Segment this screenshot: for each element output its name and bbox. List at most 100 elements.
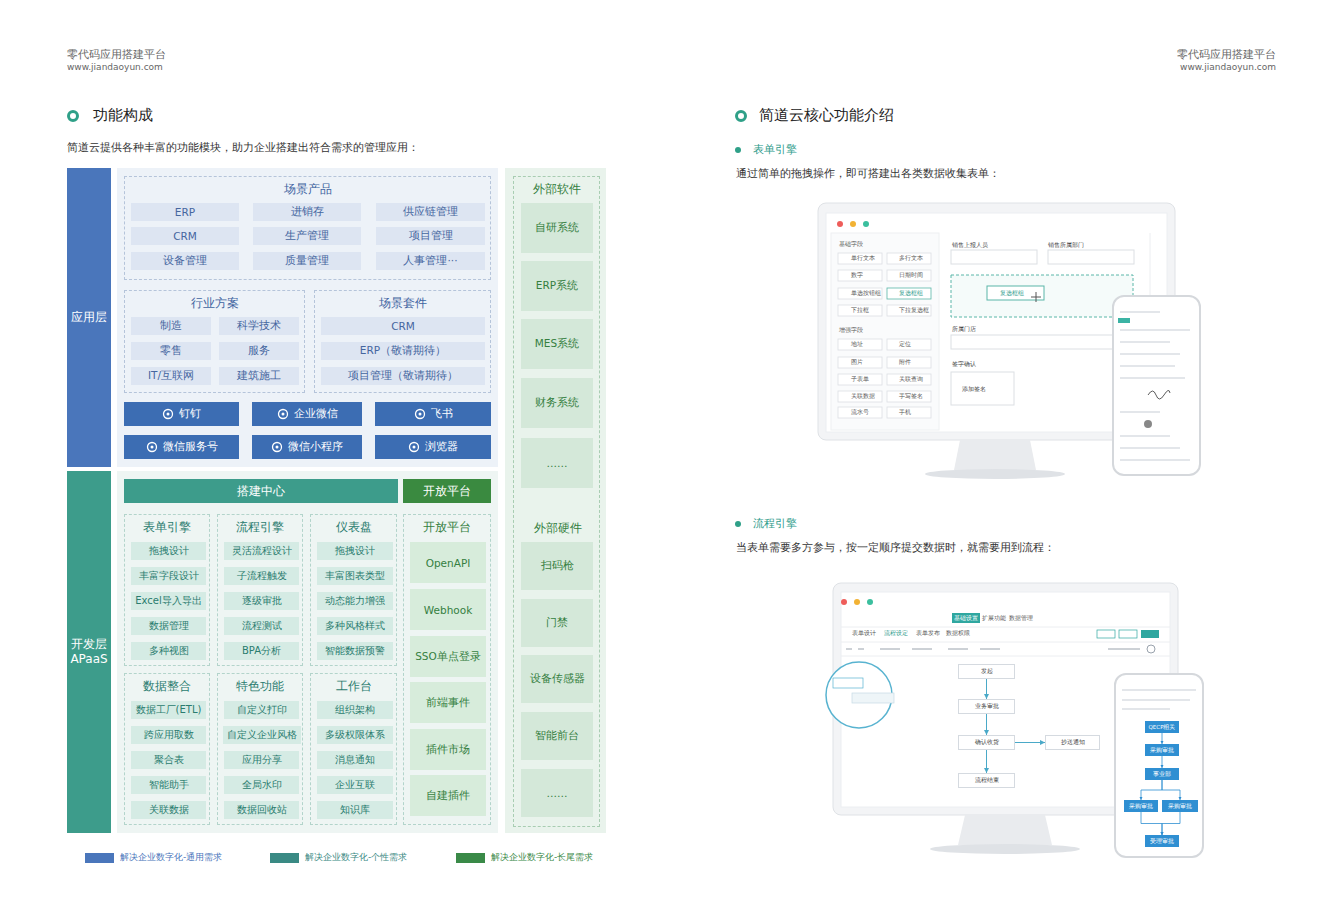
feature-box: 知识库 xyxy=(317,801,393,819)
monitor-form-part-part xyxy=(838,305,882,316)
monitor-flow-part-part xyxy=(912,649,932,650)
screenshot-text: 所属门店 xyxy=(952,325,976,332)
flow-connector xyxy=(1015,742,1045,743)
box-label: Webhook xyxy=(424,604,472,616)
box-label: 消息通知 xyxy=(335,753,375,767)
feature-box: …… xyxy=(521,438,593,488)
box-label: 开放平台 xyxy=(423,483,471,500)
monitor-flow-part xyxy=(952,613,980,623)
channel-icon-ring xyxy=(147,443,156,452)
screenshot-text: 手写签名 xyxy=(899,393,923,400)
box-label: 采购审批 xyxy=(1150,747,1174,754)
monitor-form-part-part xyxy=(887,339,931,350)
box-label: 灵活流程设计 xyxy=(232,544,292,558)
monitor-flow-part-part xyxy=(1122,689,1196,691)
monitor-form-part-part xyxy=(1120,311,1160,313)
monitor-flow-part xyxy=(1119,630,1137,638)
monitor-flow-part-part xyxy=(948,649,968,650)
box-label: 质量管理 xyxy=(285,254,329,268)
box-label: 自定义打印 xyxy=(237,703,287,717)
flow-connector xyxy=(1141,780,1162,800)
feature-box: 逐级审批 xyxy=(224,592,299,610)
feature-box: 智能前台 xyxy=(521,712,593,760)
box-label: 制造 xyxy=(160,319,182,333)
box-label: CRM xyxy=(391,320,415,332)
screenshot-text: 复选框组 xyxy=(899,290,923,297)
screenshot-text: 表单发布 xyxy=(916,630,940,637)
feature-box: 浏览器 xyxy=(375,435,491,459)
channel-icon xyxy=(162,408,174,420)
legend-entry: 解决企业数字化-通用需求 xyxy=(85,851,222,864)
box-label: 插件市场 xyxy=(426,743,470,757)
heading-icons-part xyxy=(735,521,741,527)
box-label: ERP（敬请期待） xyxy=(360,344,446,358)
box-label: 丰富图表类型 xyxy=(325,569,385,583)
box-label: BPA分析 xyxy=(242,644,281,658)
channel-icon-ring xyxy=(278,410,287,419)
screenshot-text: 表单设计 xyxy=(852,630,876,637)
box-label: 多种视图 xyxy=(149,644,189,658)
box-label: 丰富字段设计 xyxy=(139,569,199,583)
monitor-form-part-part xyxy=(1120,365,1175,367)
feature-box: 智能数据预警 xyxy=(317,642,393,660)
monitor-flow-part xyxy=(867,599,873,605)
legend-entry: 解决企业数字化-个性需求 xyxy=(270,851,407,864)
feature-box: Webhook xyxy=(410,589,486,630)
monitor-form-part-part xyxy=(887,270,931,281)
monitor-form-part-part xyxy=(887,374,931,385)
box-label: 设备管理 xyxy=(163,254,207,268)
feature-box: 人事管理··· xyxy=(376,252,485,270)
feature-box: 采购审批 xyxy=(1124,800,1158,812)
feature-box: 采购审批 xyxy=(1162,800,1198,812)
box-label: 知识库 xyxy=(340,803,370,817)
monitor-form-part xyxy=(837,221,843,227)
feature-box: 丰富图表类型 xyxy=(317,567,393,585)
monitor-flow-part-part xyxy=(980,649,1000,650)
box-label: 微信小程序 xyxy=(288,440,343,454)
feature-box: 自研系统 xyxy=(521,203,593,253)
box-label: 抄送通知 xyxy=(1061,738,1085,747)
feature-box: 质量管理 xyxy=(253,252,361,270)
monitor-form-part-part xyxy=(1120,447,1180,449)
legend-text: 解决企业数字化-个性需求 xyxy=(305,851,407,864)
monitor-form-part-part xyxy=(1120,353,1180,355)
box-label: OpenAPI xyxy=(426,557,471,569)
group-box: 拖拽设计丰富字段设计Excel导入导出数据管理多种视图表单引擎 xyxy=(124,514,210,666)
group-heading: 场景套件 xyxy=(315,296,490,311)
screenshot-text: 定位 xyxy=(899,341,911,348)
feature-box: 开放平台 xyxy=(403,479,491,503)
monitor-form-part-part xyxy=(887,407,931,418)
monitor-flow-part-part xyxy=(858,649,864,650)
layer-band: 应用层 xyxy=(67,168,111,467)
box-label: IT/互联网 xyxy=(148,369,194,383)
channel-icon-ring xyxy=(415,410,424,419)
heading-icons-part xyxy=(737,112,746,121)
feature-box: 确认收货 xyxy=(958,735,1015,750)
screenshot-text: 流程设定 xyxy=(884,630,908,637)
box-label: 拖拽设计 xyxy=(149,544,189,558)
feature-box: 流程结束 xyxy=(958,773,1015,788)
screenshot-text: 销售上报人员 xyxy=(952,241,988,248)
feature-box: 企业微信 xyxy=(252,402,362,426)
page-header: 零代码应用搭建平台 xyxy=(67,48,166,61)
feature-box: 进销存 xyxy=(253,203,361,221)
feature-box: 丰富字段设计 xyxy=(131,567,206,585)
box-label: 浏览器 xyxy=(425,440,458,454)
box-label: 生产管理 xyxy=(285,229,329,243)
feature-box: Excel导入导出 xyxy=(131,592,206,610)
box-label: 采购审批 xyxy=(1168,803,1192,810)
box-label: 财务系统 xyxy=(535,396,579,410)
box-label: 关联数据 xyxy=(149,803,189,817)
box-label: 自定义企业风格 xyxy=(227,728,297,742)
feature-box: MES系统 xyxy=(521,319,593,369)
monitor-form-part xyxy=(1048,250,1134,264)
monitor-form-part-part xyxy=(887,253,931,264)
box-label: ERP系统 xyxy=(536,279,578,293)
box-label: 动态能力增强 xyxy=(325,594,385,608)
monitor-flow-part xyxy=(1147,645,1155,653)
feature-box: BPA分析 xyxy=(224,642,299,660)
box-label: 人事管理··· xyxy=(403,254,457,268)
group-heading: 外部软件 xyxy=(514,182,599,197)
box-label: 企业微信 xyxy=(294,407,338,421)
group-box: ERP进销存供应链管理CRM生产管理项目管理设备管理质量管理人事管理···场景产… xyxy=(124,176,491,280)
